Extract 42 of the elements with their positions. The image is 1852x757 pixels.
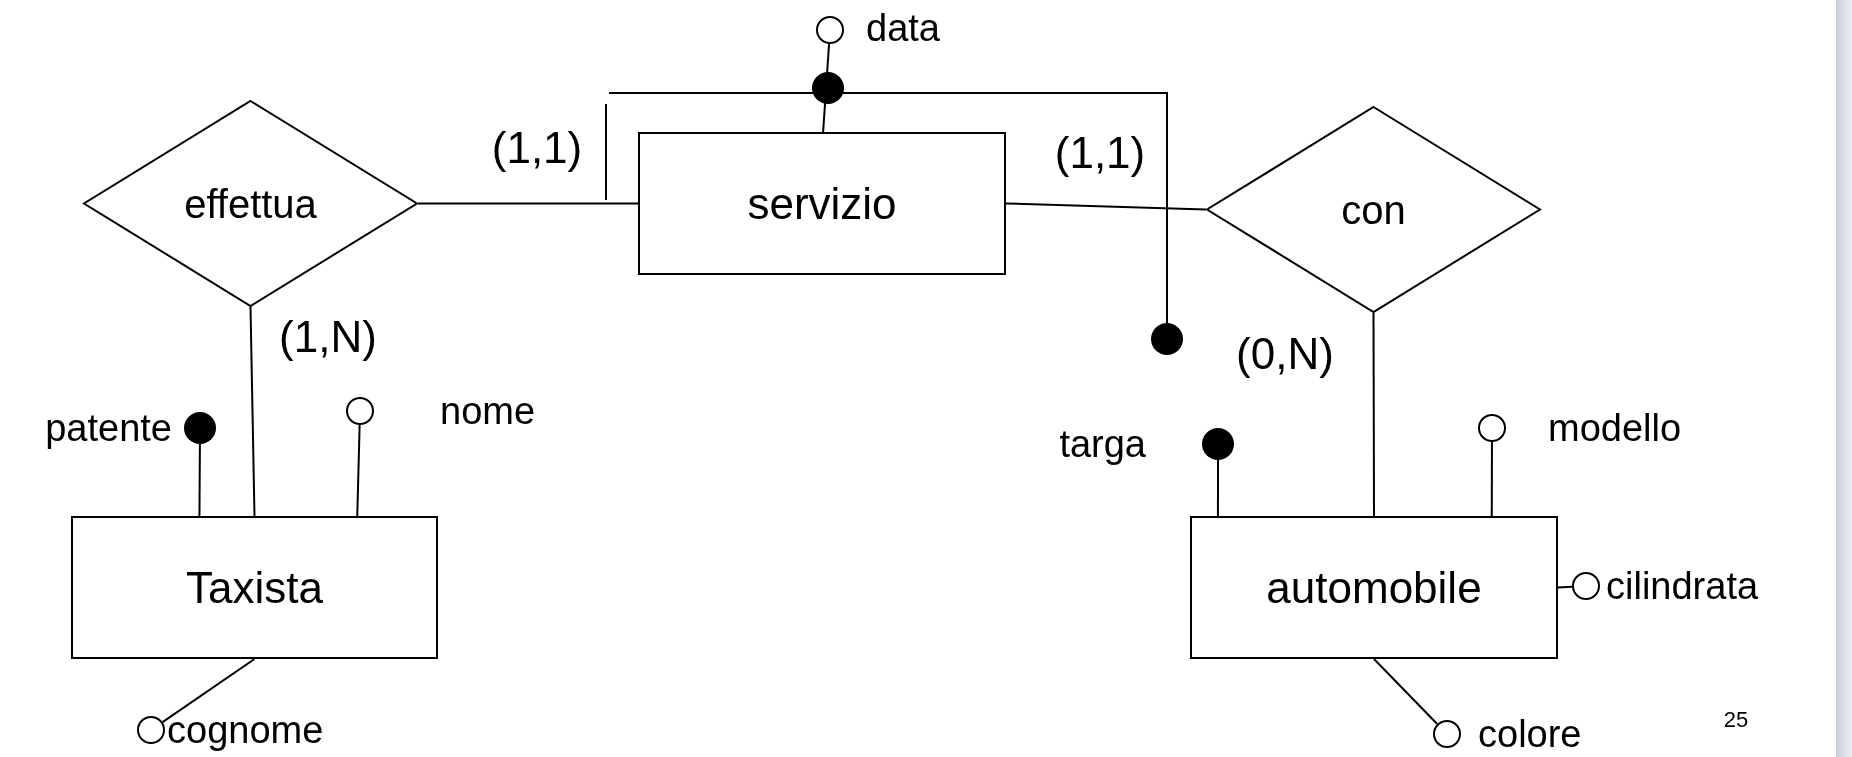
attribute-circle (1478, 414, 1506, 442)
connector-line (161, 658, 256, 724)
cardinality: (1,1) (1054, 131, 1146, 175)
connector-line (198, 443, 201, 517)
connector-line (1005, 202, 1207, 211)
connector-line (249, 306, 256, 517)
page-number: 25 (1723, 709, 1749, 731)
attribute-name: modello (1548, 409, 1682, 447)
identifier-dot (1202, 428, 1234, 460)
relationship-name: con (1341, 189, 1406, 230)
attribute-circle (1572, 572, 1600, 600)
attribute-name: data (866, 9, 940, 47)
attribute-name: cilindrata (1606, 567, 1759, 605)
attribute-name: patente (45, 409, 172, 447)
connector-line (1557, 585, 1573, 589)
cardinality: (1,1) (491, 126, 583, 170)
connector-line (1373, 658, 1439, 725)
attribute-circle (346, 397, 374, 425)
connector-line (1216, 459, 1219, 517)
entity-box (71, 516, 438, 659)
attribute-name: targa (1059, 425, 1146, 463)
entity-name: servizio (747, 181, 897, 226)
attribute-circle (816, 16, 844, 44)
connector-line (1490, 441, 1493, 517)
cardinality: (0,N) (1236, 332, 1334, 376)
entity-box (1190, 516, 1558, 659)
entity-name: Taxista (186, 565, 323, 610)
connector-line (356, 424, 361, 517)
attribute-circle (1433, 720, 1461, 748)
entity-name: automobile (1266, 565, 1482, 610)
connector-line (417, 202, 639, 205)
attribute-name: cognome (167, 711, 324, 749)
attribute-name: colore (1478, 715, 1582, 753)
relationship-diamond (83, 100, 418, 307)
cardinality: (1,N) (279, 315, 377, 359)
relationship-diamond (1206, 106, 1541, 313)
connector-line (1372, 312, 1375, 517)
attribute-circle (137, 716, 165, 744)
attribute-name: nome (440, 392, 536, 430)
identifier-dot (184, 412, 216, 444)
relationship-name: effettua (184, 183, 317, 224)
entity-box (638, 132, 1006, 275)
